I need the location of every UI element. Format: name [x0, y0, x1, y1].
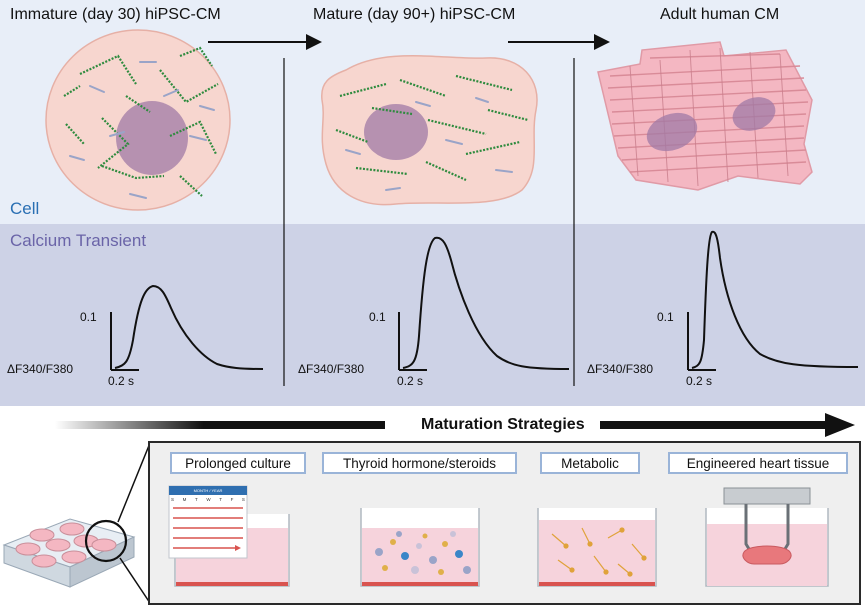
section-label-calcium: Calcium Transient: [10, 231, 147, 250]
strategy-label-engineered-heart-tissue: Engineered heart tissue: [668, 452, 848, 474]
heart-tissue-ring: [742, 545, 792, 565]
y-axis-label-mature: ΔF340/F380: [298, 362, 365, 376]
calendar-day: S: [171, 497, 175, 502]
y-scale-label-mature: 0.1: [369, 310, 386, 324]
transient-mature: [398, 236, 570, 371]
calendar-day: M: [182, 497, 187, 502]
calendar-day: S: [241, 497, 245, 502]
calendar-weekdays: S M T W T F S: [171, 497, 245, 504]
dish-engineered-heart-tissue: [705, 487, 829, 587]
maturation-strategies-title: Maturation Strategies: [421, 416, 585, 433]
stage-title-mature: Mature (day 90+) hiPSC-CM: [313, 6, 516, 23]
immature-nucleus: [116, 101, 188, 175]
y-axis-label-adult: ΔF340/F380: [587, 362, 654, 376]
y-scale-label-immature: 0.1: [80, 310, 97, 324]
x-scale-label-mature: 0.2 s: [397, 374, 424, 388]
zoom-lines: [117, 442, 151, 604]
strategy-label-prolonged-culture: Prolonged culture: [170, 452, 306, 474]
adult-cell: [597, 41, 813, 191]
x-scale-label-immature: 0.2 s: [108, 374, 135, 388]
calendar-day: T: [219, 497, 222, 502]
section-label-cell: Cell: [10, 199, 40, 218]
calendar-day: W: [206, 497, 211, 502]
y-axis-label-immature: ΔF340/F380: [7, 362, 74, 376]
calendar-day: F: [230, 497, 234, 502]
mature-cell: [321, 54, 538, 206]
y-scale-label-adult: 0.1: [657, 310, 674, 324]
calcium-band: [0, 224, 865, 406]
dish-thyroid-hormone: [360, 508, 480, 587]
calendar-day: T: [194, 497, 198, 502]
stage-title-adult: Adult human CM: [660, 6, 780, 23]
well-plate: [2, 518, 136, 588]
immature-cell: [45, 29, 231, 211]
well-zoom-circle: [84, 519, 128, 563]
adult-nucleus-1: [646, 112, 698, 152]
strategy-label-metabolic: Metabolic: [540, 452, 640, 474]
calendar-header: MONTH / YEAR: [193, 488, 223, 493]
strategy-label-thyroid-hormone: Thyroid hormone/steroids: [322, 452, 517, 474]
transient-immature: [110, 284, 264, 371]
stage-arrows: [208, 34, 610, 386]
stage-title-immature: Immature (day 30) hiPSC-CM: [10, 6, 221, 23]
transient-adult: [687, 230, 859, 371]
maturation-gradient-arrow: [55, 413, 855, 437]
x-scale-label-adult: 0.2 s: [686, 374, 713, 388]
calendar-icon: [168, 485, 248, 559]
dish-metabolic: [537, 508, 657, 587]
dish-prolonged-culture: [168, 485, 290, 587]
adult-nucleus-2: [732, 97, 776, 131]
mature-nucleus: [364, 104, 428, 160]
